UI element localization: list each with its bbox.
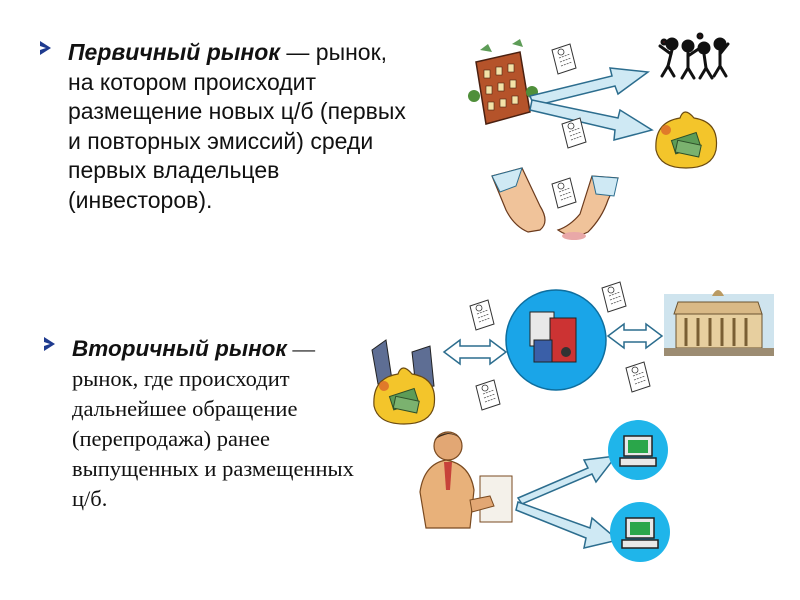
arrow-icon <box>442 322 664 366</box>
primary-market-definition: Первичный рынок — рынок, на котором прои… <box>68 38 408 215</box>
stock-certificate-icon <box>551 177 577 209</box>
secondary-market-term: Вторичный рынок <box>72 336 287 361</box>
stock-certificate-icon <box>475 379 501 411</box>
computer-icon <box>607 419 669 481</box>
bullet-icon <box>40 41 51 55</box>
exchange-icon <box>505 289 607 391</box>
stock-exchange-building-icon <box>664 290 774 356</box>
arrow-icon <box>515 455 620 549</box>
bullet-icon <box>44 337 55 351</box>
people-icon <box>658 32 730 80</box>
hands-icon <box>491 167 619 240</box>
stock-certificate-icon <box>469 299 495 331</box>
stock-certificate-icon <box>625 361 651 393</box>
primary-market-term: Первичный рынок <box>68 39 280 65</box>
money-bag-icon <box>371 339 436 425</box>
secondary-dash: — <box>286 336 315 361</box>
stock-certificate-icon <box>601 281 627 313</box>
businessman-icon <box>419 431 513 529</box>
stock-certificate-icon <box>551 43 577 75</box>
building-icon <box>468 39 538 125</box>
primary-dash: — <box>280 39 316 65</box>
primary-market-text: рынок, на котором происходит размещение … <box>68 39 406 213</box>
secondary-market-text: рынок, где происходит дальнейшее обращен… <box>72 366 354 511</box>
secondary-market-definition: Вторичный рынок — рынок, где происходит … <box>72 334 372 514</box>
computer-icon <box>609 501 671 563</box>
money-bag-icon <box>655 111 718 169</box>
arrow-icon <box>528 67 654 142</box>
